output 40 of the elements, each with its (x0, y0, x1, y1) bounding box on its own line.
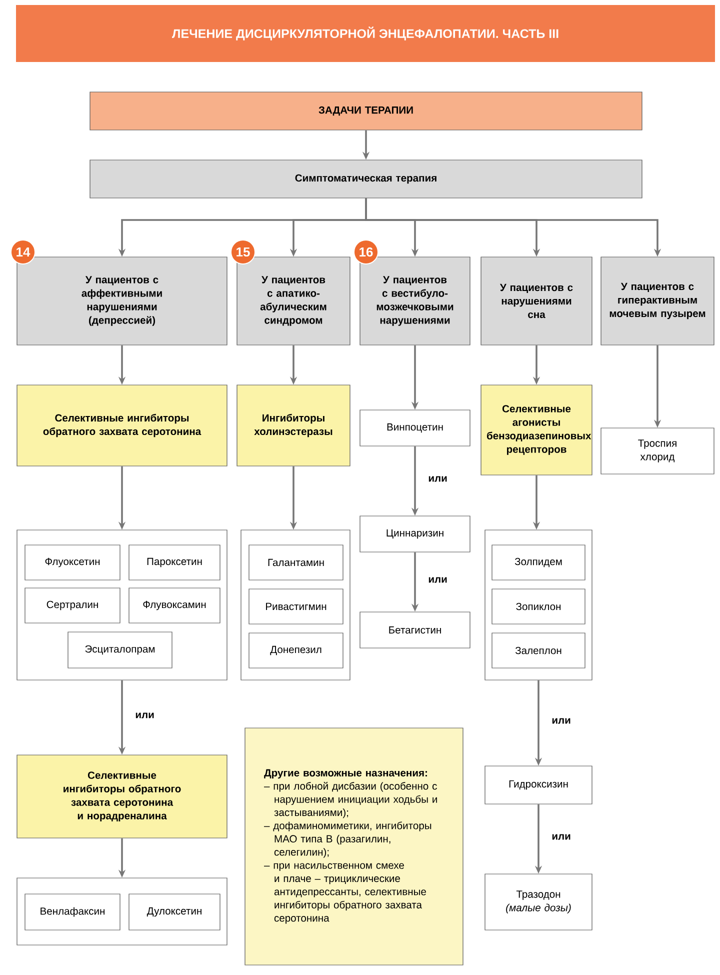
number-badge: 14 (10, 240, 36, 264)
drug-box: Венлафаксин (24, 894, 120, 930)
drug-box: Винпоцетин (360, 410, 470, 446)
edge-label: или (427, 576, 448, 584)
drug-box: Пароксетин (128, 544, 220, 580)
edge-label: или (550, 717, 572, 725)
drug-box: Троспия хлорид (600, 428, 714, 474)
drug-box: Зопиклон (492, 588, 586, 624)
drug-box: Ривастигмин (248, 588, 344, 624)
edge-label: или (134, 712, 156, 720)
drug-box: Флувоксамин (128, 588, 220, 624)
title-banner: ЛЕЧЕНИЕ ДИСЦИРКУЛЯТОРНОЙ ЭНЦЕФАЛОПАТИИ. ЧАСТЬ III (16, 5, 715, 62)
drug-box: Сертралин (24, 588, 120, 624)
patient-group-box: У пациентов с вестибуло-мозжечковыми нарушениями (360, 256, 470, 346)
edge-label: или (427, 475, 448, 483)
patient-group-box: У пациентов с гиперактивным мочевым пузырем (600, 256, 714, 346)
drug-class-box: Ингибиторы холинэстеразы (236, 384, 350, 466)
number-badge: 16 (354, 240, 378, 264)
drug-box: Галантамин (248, 544, 344, 580)
drug-class-box: Селективные ингибиторы обратного захвата серотонина (16, 384, 228, 466)
patient-group-box: У пациентов с апатико-абулическим синдромом (236, 256, 350, 346)
drug-box: Бетагистин (360, 612, 470, 648)
drug-box: Золпидем (492, 544, 586, 580)
drug-box: Циннаризин (360, 516, 470, 552)
drug-class-box: Селективные ингибиторы обратного захвата серотонина и норадреналина (16, 754, 228, 838)
drug-box: Гидроксизин (484, 766, 592, 804)
drug-class-box: Селективные агонисты бензодиазепиновых рецепторов (480, 384, 592, 476)
number-badge: 15 (230, 240, 256, 264)
drug-box: Донепезил (248, 632, 344, 668)
edge-label: или (550, 833, 572, 841)
drug-box: Флуоксетин (24, 544, 120, 580)
task-box: ЗАДАЧИ ТЕРАПИИ (90, 92, 642, 130)
patient-group-box: У пациентов с нарушениями сна (480, 256, 592, 346)
drug-box: Эсциталопрам (68, 632, 172, 668)
drug-box: Дулоксетин (128, 894, 220, 930)
note-box: Другие возможные назначения: – при лобной дисбазии (особенно с нарушением инициации ходьбы и застываниями); – дофаминомиметики, ингибиторы МАО типа В (разагилин, селегилин); – при насильственном смехе и плаче – трициклические антидепрессанты, селективные ингибиторы обратного захвата серотонина (244, 728, 464, 966)
patient-group-box: У пациентов с аффективными нарушениями (депрессией) (16, 256, 228, 346)
drug-box: Тразодон (малые дозы) (484, 874, 592, 930)
therapy-box: Симптоматическая терапия (90, 160, 642, 198)
drug-box: Залеплон (492, 632, 586, 668)
